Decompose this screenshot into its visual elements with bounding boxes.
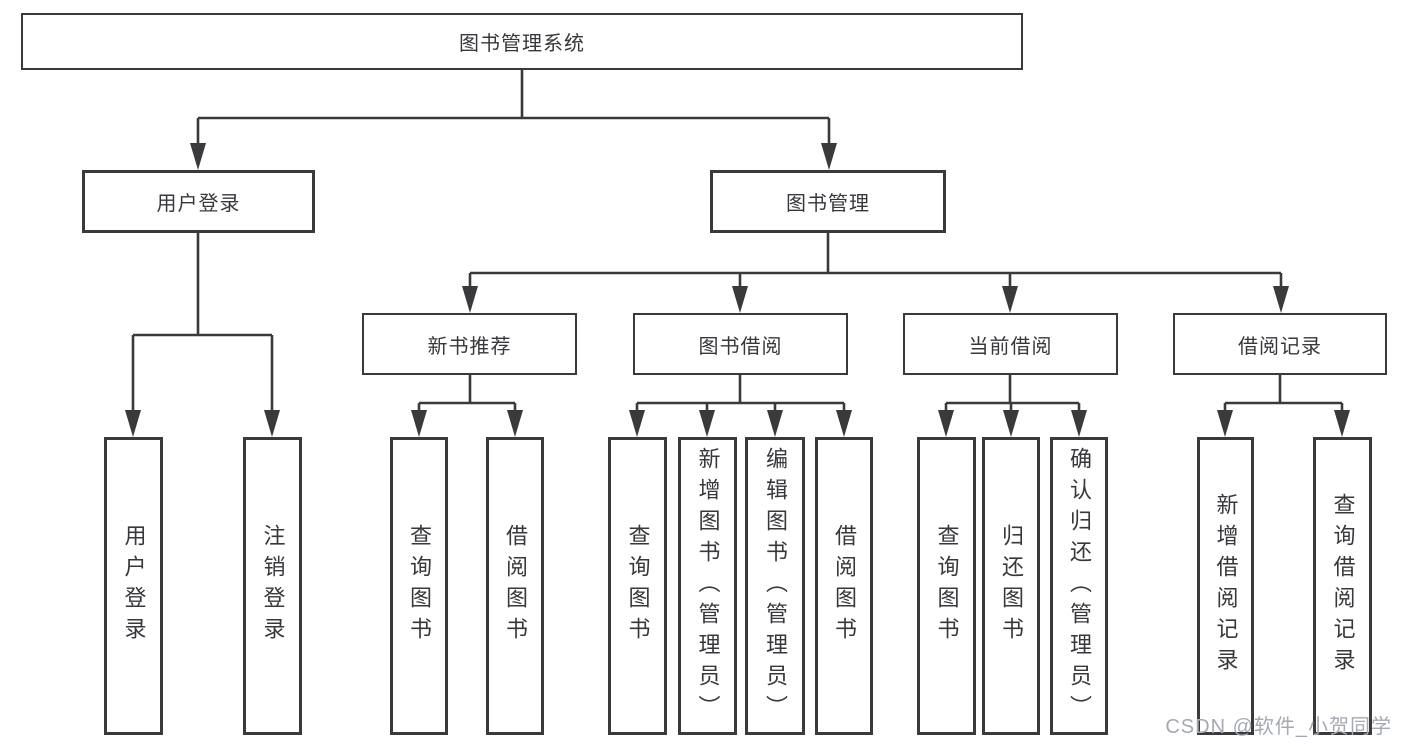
- node-label: 借阅图书: [832, 524, 857, 648]
- node-current-borrow: 当前借阅: [903, 313, 1118, 375]
- leaf-query-books-borrow: 查询图书: [608, 437, 667, 735]
- node-label: 新书推荐: [427, 335, 512, 358]
- node-label: 用户登录: [156, 193, 241, 215]
- node-label: 当前借阅: [968, 335, 1053, 358]
- node-book-management: 图书管理: [710, 170, 946, 233]
- node-user-login: 用户登录: [82, 170, 315, 233]
- node-book-borrow: 图书借阅: [633, 313, 848, 375]
- node-label: 用户登录: [121, 524, 147, 648]
- leaf-add-borrow-record: 新增借阅记录: [1197, 437, 1254, 735]
- node-label: 查询借阅记录: [1330, 493, 1356, 679]
- leaf-edit-books-admin: 编辑图书（管理员）: [745, 437, 805, 735]
- node-label: 注销登录: [260, 524, 286, 648]
- leaf-query-books-current: 查询图书: [917, 437, 976, 735]
- leaf-borrow-books-recommend: 借阅图书: [486, 437, 544, 735]
- node-label: 确认归还（管理员）: [1067, 446, 1092, 726]
- node-label: 图书借阅: [698, 335, 783, 358]
- node-label: 借阅图书: [503, 524, 528, 648]
- csdn-watermark: CSDN @软件_小贺同学: [1165, 716, 1392, 738]
- node-label: 查询图书: [625, 524, 651, 648]
- leaf-confirm-return-admin: 确认归还（管理员）: [1050, 437, 1108, 735]
- node-label: 借阅记录: [1238, 335, 1322, 358]
- node-label: 查询图书: [407, 524, 432, 648]
- node-label: 编辑图书（管理员）: [763, 446, 788, 726]
- leaf-return-books: 归还图书: [982, 437, 1040, 735]
- node-label: 归还图书: [999, 524, 1024, 648]
- leaf-borrow-books: 借阅图书: [815, 437, 873, 735]
- node-label: 图书管理: [786, 193, 870, 215]
- node-borrow-records: 借阅记录: [1173, 313, 1387, 375]
- leaf-query-books-recommend: 查询图书: [390, 437, 448, 735]
- leaf-logout: 注销登录: [243, 437, 302, 735]
- node-label: 新增图书（管理员）: [695, 446, 721, 726]
- node-new-book-recommend: 新书推荐: [362, 313, 577, 375]
- node-label: 新增借阅记录: [1213, 493, 1239, 679]
- node-label: 图书管理系统: [459, 33, 585, 55]
- leaf-user-login: 用户登录: [104, 437, 163, 735]
- node-label: 查询图书: [934, 524, 960, 648]
- node-library-system: 图书管理系统: [21, 13, 1023, 70]
- leaf-add-books-admin: 新增图书（管理员）: [678, 437, 737, 735]
- leaf-query-borrow-record: 查询借阅记录: [1313, 437, 1372, 735]
